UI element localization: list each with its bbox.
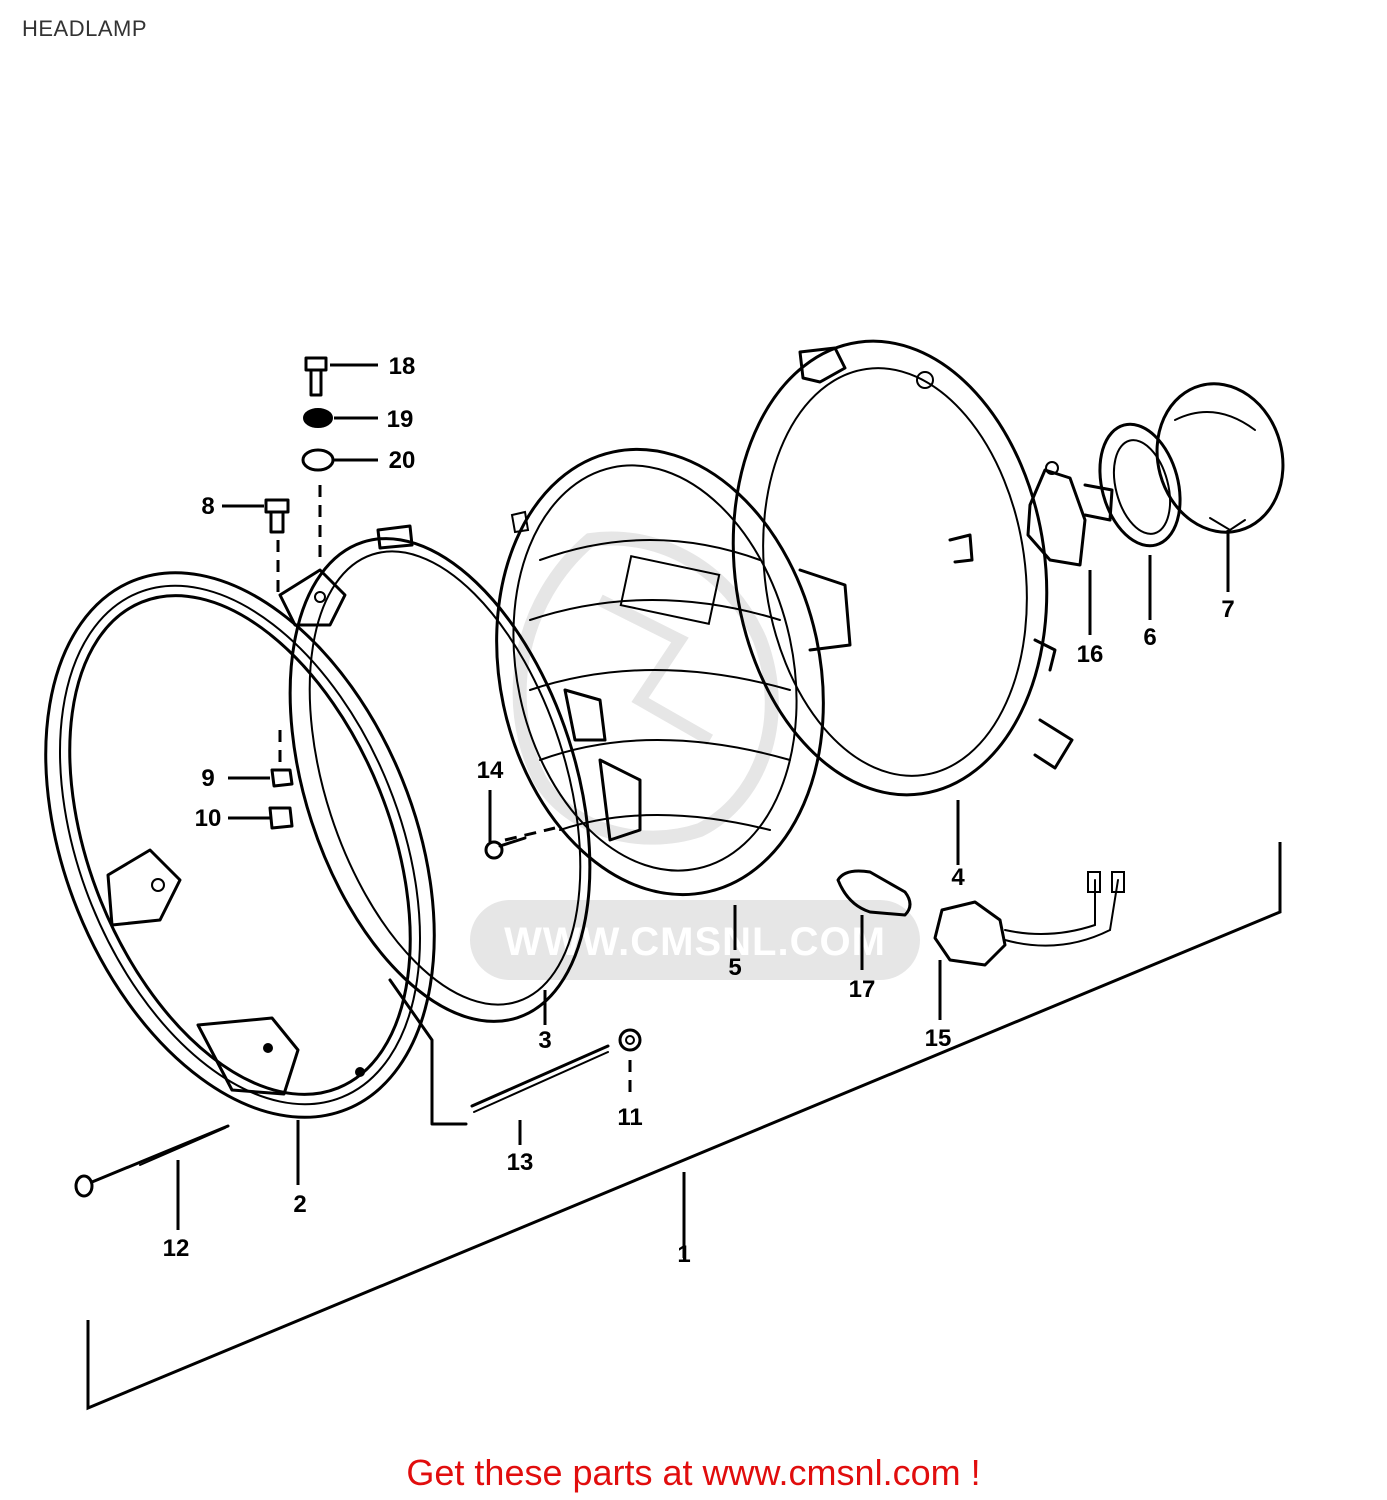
callout-10: 10: [195, 805, 222, 832]
part-screw-8: [264, 498, 290, 534]
part-retaining-ring: [1098, 422, 1182, 548]
callout-3: 3: [538, 1027, 551, 1054]
part-washer-19: [303, 408, 333, 428]
part-bulb-socket: [1026, 461, 1114, 567]
callout-16: 16: [1077, 641, 1104, 668]
part-adjust-screw-13: [470, 1044, 610, 1113]
part-nut-10: [268, 806, 294, 830]
watermark-text: WWW.CMSNL.COM: [504, 920, 886, 964]
part-headlamp-housing: [731, 339, 1074, 797]
callout-18: 18: [389, 353, 416, 380]
part-rubber-cap: [1155, 382, 1285, 534]
part-socket-wires: [933, 871, 1125, 967]
callout-20: 20: [389, 447, 416, 474]
callout-5: 5: [728, 954, 741, 981]
callout-8: 8: [201, 493, 214, 520]
callout-7: 7: [1221, 596, 1234, 623]
watermark: WWW.CMSNL.COM: [470, 531, 920, 980]
callout-19: 19: [387, 406, 414, 433]
part-screw-11: [618, 1028, 642, 1052]
part-mounting-ring: [278, 524, 642, 1023]
leader-lines: [176, 363, 1230, 1230]
callout-9: 9: [201, 765, 214, 792]
assembly-bracket: [86, 842, 1282, 1411]
callout-12: 12: [163, 1235, 190, 1262]
page-title: HEADLAMP: [22, 16, 148, 41]
callout-15: 15: [925, 1025, 952, 1052]
part-screw-18: [304, 356, 328, 397]
footer-parts-link[interactable]: Get these parts at www.cmsnl.com !: [406, 1452, 981, 1493]
callout-6: 6: [1143, 624, 1156, 651]
part-screw-14: [484, 836, 527, 860]
part-headlamp-rim: [44, 571, 468, 1126]
part-sealed-beam-unit: [495, 447, 852, 897]
callout-11: 11: [617, 1104, 642, 1131]
part-cushion-20: [301, 448, 335, 472]
callout-17: 17: [849, 976, 876, 1003]
part-washer-9: [270, 768, 294, 788]
callout-labels: 1 2 3 4 5 6 7 8 9 10 11 12 13 14 15 16 1…: [163, 353, 1235, 1268]
callout-13: 13: [507, 1149, 534, 1176]
part-bolt-12: [74, 1124, 230, 1198]
callout-1: 1: [677, 1241, 690, 1268]
callout-14: 14: [477, 757, 504, 784]
part-bulb: [836, 869, 912, 917]
callout-4: 4: [951, 864, 965, 891]
callout-2: 2: [293, 1191, 306, 1218]
